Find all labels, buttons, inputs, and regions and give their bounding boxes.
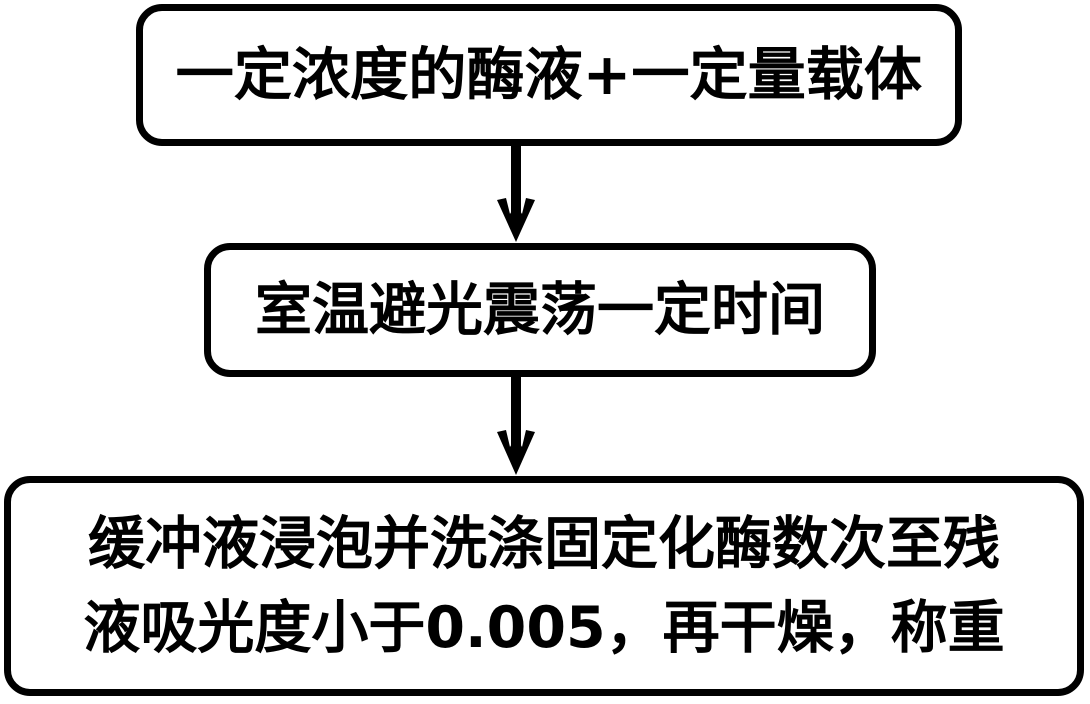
flowchart-node-step-1-label: 一定浓度的酶液+一定量载体 — [175, 42, 923, 108]
flowchart-node-step-2-label: 室温避光震荡一定时间 — [255, 277, 825, 343]
flowchart-node-step-1: 一定浓度的酶液+一定量载体 — [136, 4, 962, 146]
flowchart-arrow-step2-to-step3 — [493, 377, 539, 477]
flowchart-node-step-3-label: 缓冲液浸泡并洗涤固定化酶数次至残 液吸光度小于0.005，再干燥，称重 — [83, 511, 1005, 661]
flowchart-arrow-step1-to-step2 — [493, 146, 539, 244]
flowchart-node-step-3: 缓冲液浸泡并洗涤固定化酶数次至残 液吸光度小于0.005，再干燥，称重 — [4, 476, 1084, 696]
flowchart-node-step-2: 室温避光震荡一定时间 — [204, 243, 876, 377]
